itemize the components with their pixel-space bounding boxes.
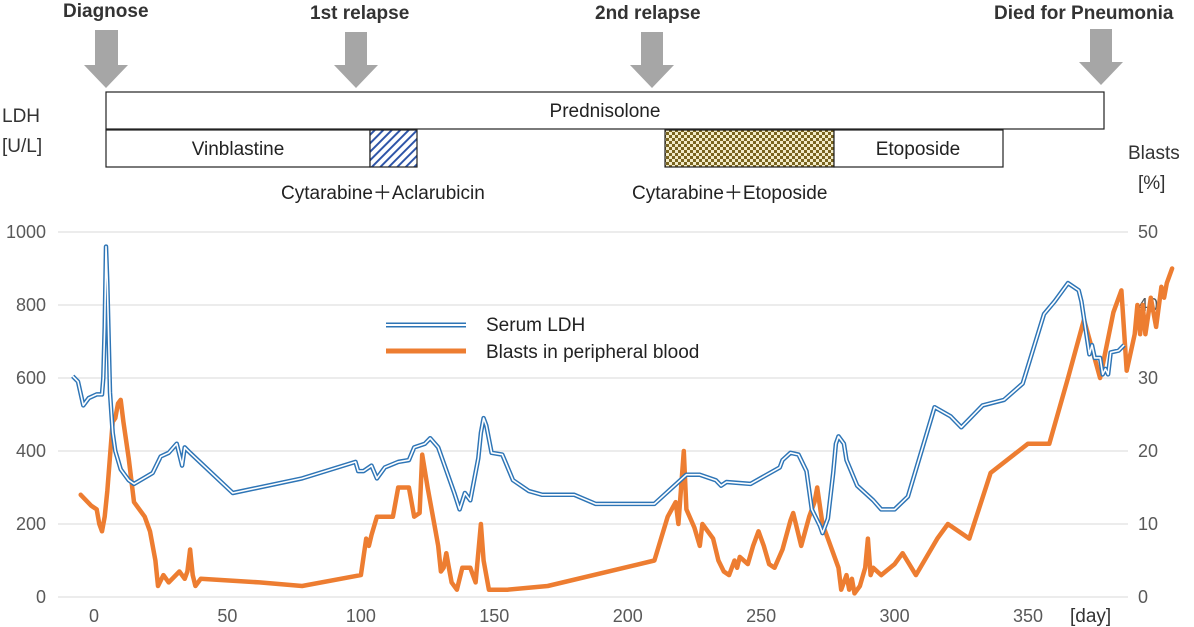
legend: Serum LDH Blasts in peripheral blood — [386, 315, 699, 363]
x-tick-label: 200 — [613, 606, 643, 626]
y-tick-label: 200 — [16, 514, 46, 534]
cytarabine-aclarubicin-label: Cytarabine＋Aclarubicin — [281, 183, 485, 204]
vinblastine-box — [105, 129, 371, 168]
y-tick-label: 800 — [16, 295, 46, 315]
treatment-boxes: Prednisolone Vinblastine Etoposide Cytar… — [105, 91, 1105, 204]
y-tick-label: 400 — [16, 441, 46, 461]
right-axis-title-line2: [%] — [1138, 173, 1165, 194]
event-first-relapse-label: 1st relapse — [310, 3, 409, 24]
first-relapse-arrow — [334, 32, 378, 88]
timeline-events: Diagnose 1st relapse 2nd relapse Died fo… — [63, 1, 1174, 88]
y2-tick-label: 10 — [1138, 514, 1158, 534]
x-tick-label: 250 — [746, 606, 776, 626]
event-death-label: Died for Pneumonia — [994, 3, 1174, 24]
y-tick-label: 600 — [16, 368, 46, 388]
gridlines — [58, 231, 1128, 598]
y2-tick-label: 30 — [1138, 368, 1158, 388]
etoposide-box — [833, 129, 1004, 168]
x-axis-unit: [day] — [1070, 606, 1111, 627]
prednisolone-box — [105, 91, 1105, 130]
cytarabine-etoposide-label: Cytarabine＋Etoposide — [632, 183, 827, 204]
death-arrow — [1079, 29, 1123, 85]
y-tick-label: 0 — [36, 587, 46, 607]
etoposide-label: Etoposide — [876, 139, 961, 160]
x-tick-label: 150 — [479, 606, 509, 626]
event-second-relapse-label: 2nd relapse — [595, 3, 701, 24]
y2-tick-label: 20 — [1138, 441, 1158, 461]
x-tick-label: 0 — [89, 606, 99, 626]
ldh-series-line-inner — [72, 245, 1125, 534]
x-tick-label: 350 — [1013, 606, 1043, 626]
legend-ldh-label: Serum LDH — [486, 315, 585, 336]
x-tick-label: 50 — [217, 606, 237, 626]
y-tick-label: 1000 — [6, 222, 46, 242]
y2-tick-label: 50 — [1138, 222, 1158, 242]
right-axis-title-line1: Blasts — [1128, 143, 1180, 164]
event-diagnose-label: Diagnose — [63, 1, 149, 22]
legend-blasts-label: Blasts in peripheral blood — [486, 342, 699, 363]
blasts-series-line — [78, 266, 1175, 596]
left-axis-title-line2: [U/L] — [2, 136, 42, 157]
second-relapse-arrow — [630, 32, 674, 88]
vinblastine-label: Vinblastine — [192, 139, 285, 160]
series-lines — [71, 244, 1175, 596]
prednisolone-label: Prednisolone — [550, 101, 661, 122]
diagnose-arrow — [84, 30, 128, 88]
x-tick-label: 300 — [880, 606, 910, 626]
x-tick-label: 100 — [346, 606, 376, 626]
left-axis-title-line1: LDH — [2, 106, 40, 127]
cytarabine-etoposide-box — [664, 129, 835, 168]
y2-tick-label: 0 — [1138, 587, 1148, 607]
cytarabine-aclarubicin-box — [369, 129, 418, 168]
